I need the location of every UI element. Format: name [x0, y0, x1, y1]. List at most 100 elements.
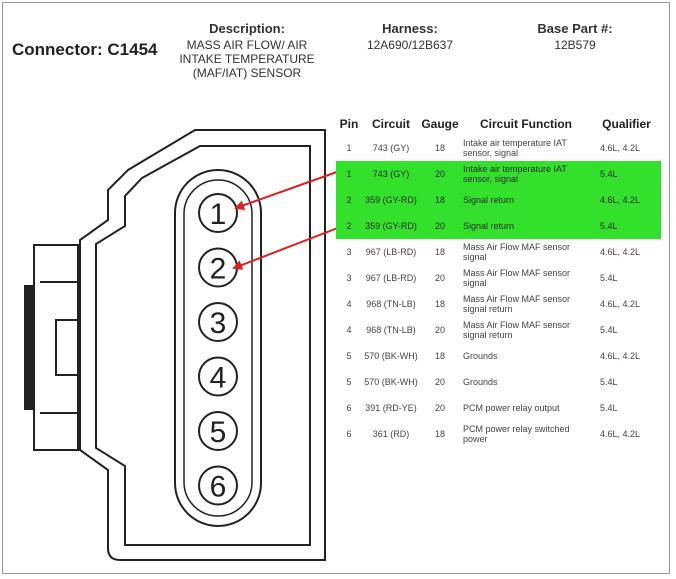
cell-circuit-function: Signal return	[460, 187, 592, 213]
cell-circuit: 359 (GY-RD)	[362, 213, 420, 239]
cell-qualifier: 5.4L	[592, 161, 661, 187]
pin-cavity-inner	[183, 179, 253, 517]
cell-circuit-function: Signal return	[460, 213, 592, 239]
cell-qualifier: 4.6L, 4.2L	[600, 429, 641, 439]
cell-circuit-function: Mass Air Flow MAF sensor signal	[463, 268, 571, 288]
cell-gauge: 20	[420, 213, 460, 239]
table-header-row: Pin Circuit Gauge Circuit Function Quali…	[336, 113, 661, 135]
cell-pin: 2	[336, 187, 362, 213]
cell-qualifier: 4.6L, 4.2L	[600, 143, 641, 153]
pin-cavity	[174, 169, 262, 527]
pin-5-circle	[198, 411, 238, 451]
cell-pin: 5	[346, 351, 352, 361]
cell-gauge: 18	[434, 247, 445, 257]
cell-circuit-function: Intake air temperature IAT sensor, signa…	[460, 161, 592, 187]
base-part-label: Base Part #:	[537, 21, 613, 36]
cell-qualifier: 5.4L	[600, 325, 618, 335]
cell-pin: 1	[346, 143, 352, 153]
table-row: 6 391 (RD-YE) 20 PCM power relay output 5.4L	[336, 395, 661, 421]
cell-circuit: 967 (LB-RD)	[365, 273, 417, 283]
cell-pin: 4	[346, 325, 352, 335]
cell-qualifier: 5.4L	[600, 377, 618, 387]
arrow-pin-1	[234, 167, 349, 211]
harness-value: 12A690/12B637	[366, 38, 454, 52]
cell-gauge: 18	[420, 187, 460, 213]
cell-gauge: 20	[434, 273, 445, 283]
pin-3-circle	[198, 302, 238, 342]
cell-circuit: 967 (LB-RD)	[365, 247, 417, 257]
column-header-pin: Pin	[339, 117, 359, 131]
connector-diagram: 1 2 3 4 5 6	[24, 129, 349, 561]
cell-qualifier: 5.4L	[592, 213, 661, 239]
cell-gauge: 20	[434, 325, 445, 335]
cell-circuit-function: Intake air temperature IAT sensor, signa…	[463, 138, 567, 158]
connector-inner-shell	[95, 145, 311, 546]
cell-circuit-function: Grounds	[463, 377, 498, 387]
cell-gauge: 20	[420, 161, 460, 187]
connector-outer-shell	[79, 129, 326, 561]
cell-circuit-function: PCM power relay output	[463, 403, 560, 413]
cell-circuit: 391 (RD-YE)	[365, 403, 417, 413]
cell-gauge: 18	[434, 299, 445, 309]
connector-latch-bar	[24, 285, 34, 410]
pin-1-label: 1	[210, 198, 227, 231]
cell-pin: 1	[336, 161, 362, 187]
description-label: Description:	[209, 21, 285, 36]
cell-pin: 3	[346, 273, 352, 283]
cell-qualifier: 5.4L	[600, 403, 618, 413]
cell-qualifier: 4.6L, 4.2L	[600, 351, 641, 361]
harness-label: Harness:	[382, 21, 438, 36]
cell-circuit-function: PCM power relay switched power	[463, 424, 570, 444]
column-header-gauge: Gauge	[421, 117, 459, 131]
cell-circuit-function: Grounds	[463, 351, 498, 361]
cell-circuit: 570 (BK-WH)	[364, 377, 418, 387]
cell-circuit: 570 (BK-WH)	[364, 351, 418, 361]
page-frame	[2, 2, 670, 574]
cell-gauge: 18	[434, 429, 445, 439]
cell-circuit: 968 (TN-LB)	[366, 299, 416, 309]
column-header-circuit-function: Circuit Function	[480, 117, 572, 131]
cell-circuit: 359 (GY-RD)	[362, 187, 420, 213]
column-header-qualifier: Qualifier	[602, 117, 651, 131]
cell-circuit-function: Mass Air Flow MAF sensor signal return	[463, 320, 571, 340]
table-row: 5 570 (BK-WH) 18 Grounds 4.6L, 4.2L	[336, 343, 661, 369]
pin-1-circle	[198, 193, 238, 233]
cell-circuit-function: Mass Air Flow MAF sensor signal	[463, 242, 571, 262]
pin-5-label: 5	[210, 416, 227, 449]
pin-4-circle	[198, 356, 238, 397]
cell-circuit: 743 (GY)	[372, 143, 410, 153]
description-block: Description: MASS AIR FLOW/ AIR INTAKE T…	[168, 21, 326, 81]
cell-gauge: 18	[434, 351, 445, 361]
cell-qualifier: 4.6L, 4.2L	[592, 187, 661, 213]
description-line: INTAKE TEMPERATURE	[179, 52, 315, 66]
table-row: 3 967 (LB-RD) 20 Mass Air Flow MAF sensor s…	[336, 265, 661, 291]
harness-block: Harness: 12A690/12B637	[350, 21, 470, 53]
pin-2-label: 2	[210, 253, 227, 286]
cell-circuit: 968 (TN-LB)	[366, 325, 416, 335]
cell-qualifier: 5.4L	[600, 273, 618, 283]
column-header-circuit: Circuit	[371, 117, 410, 131]
cell-pin: 5	[346, 377, 352, 387]
pinout-table-wrap: Pin Circuit Gauge Circuit Function Quali…	[336, 113, 661, 447]
arrow-pin-2	[232, 223, 349, 270]
description-line: MASS AIR FLOW/ AIR	[186, 38, 308, 52]
cell-qualifier: 4.6L, 4.2L	[600, 247, 641, 257]
base-part-block: Base Part #: 12B579	[500, 21, 650, 53]
cell-pin: 6	[346, 429, 352, 439]
cell-gauge: 20	[434, 403, 445, 413]
cell-circuit: 743 (GY)	[362, 161, 420, 187]
table-row: 4 968 (TN-LB) 20 Mass Air Flow MAF sensor s…	[336, 317, 661, 343]
cell-circuit-function: Mass Air Flow MAF sensor signal return	[463, 294, 571, 314]
table-row: 6 361 (RD) 18 PCM power relay switched powe…	[336, 421, 661, 447]
cell-circuit: 361 (RD)	[372, 429, 410, 439]
description-line: (MAF/IAT) SENSOR	[192, 66, 302, 80]
cell-pin: 6	[346, 403, 352, 413]
